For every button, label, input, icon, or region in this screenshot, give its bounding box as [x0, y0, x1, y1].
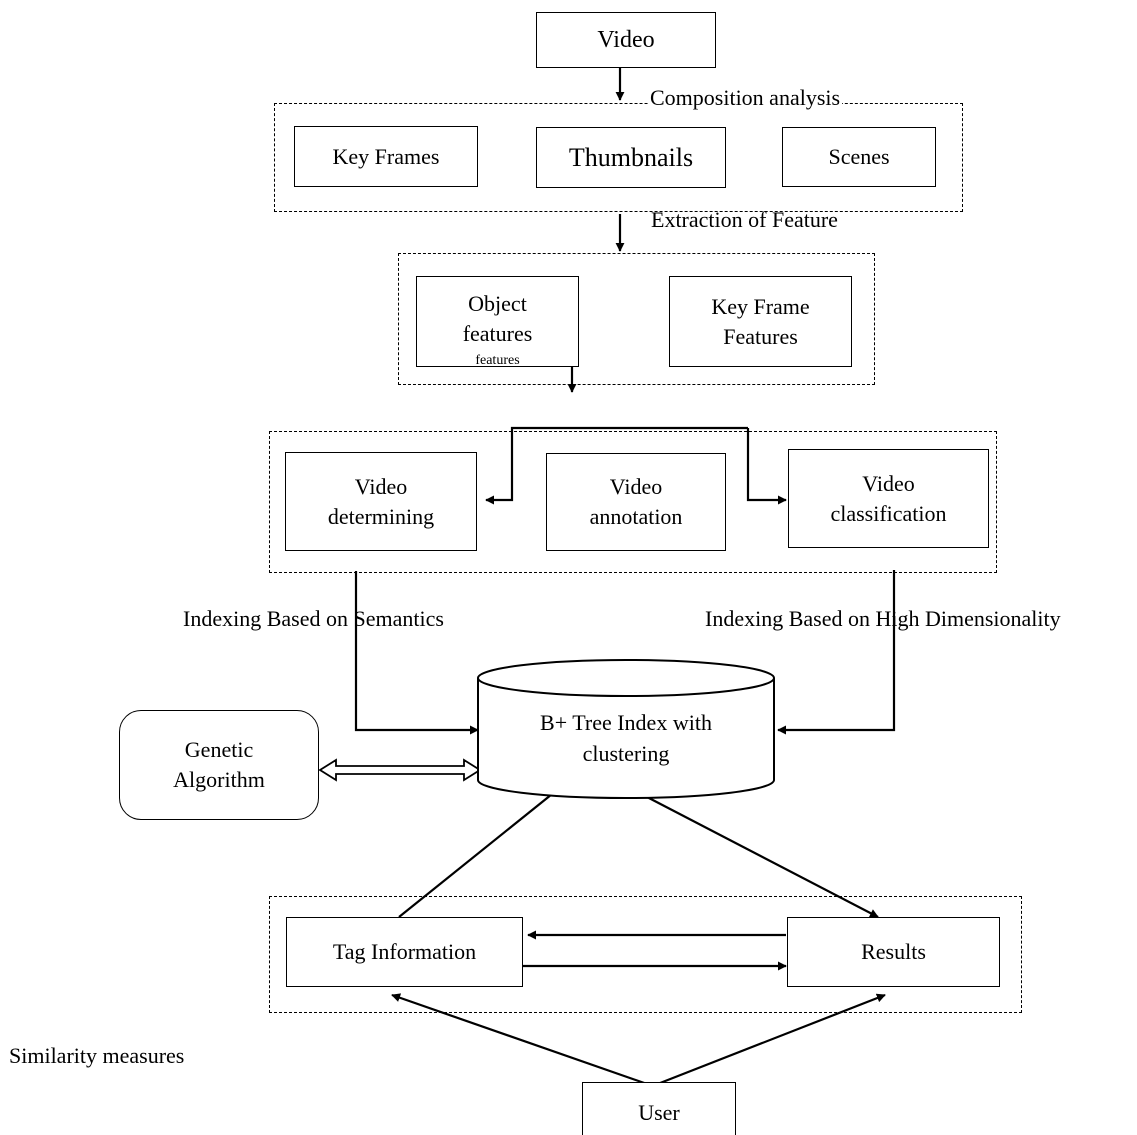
- tag-information-label: Tag Information: [332, 939, 477, 965]
- genetic-algorithm-node: Genetic Algorithm: [119, 710, 319, 820]
- user-label: User: [638, 1100, 680, 1126]
- tag-information-node: Tag Information: [286, 917, 523, 987]
- thumbnails-label: Thumbnails: [568, 142, 694, 172]
- video-processing-group: [269, 431, 997, 573]
- feature-extraction-group: [398, 253, 875, 385]
- arrow-index-to-results: [646, 796, 879, 918]
- video-label: Video: [597, 26, 655, 53]
- genetic-algorithm-line-1: Genetic: [184, 737, 254, 763]
- indexing-high-dimensionality-label: Indexing Based on High Dimensionality: [705, 606, 1061, 631]
- scenes-node: Scenes: [782, 127, 936, 187]
- scenes-label: Scenes: [828, 144, 890, 170]
- video-determining-line-2: determining: [327, 503, 435, 529]
- key-frames-node: Key Frames: [294, 126, 478, 187]
- video-classification-node: Video classification: [788, 449, 989, 548]
- key-frame-features-line-1: Key Frame: [711, 293, 810, 319]
- key-frames-label: Key Frames: [332, 143, 440, 169]
- btree-index-node: B+ Tree Index with clustering: [478, 708, 774, 770]
- object-features-line-3: features: [475, 353, 520, 367]
- key-frame-features-node: Key Frame Features: [669, 276, 852, 367]
- key-frame-features-line-2: Features: [723, 323, 798, 349]
- arrow-user-to-results: [654, 993, 886, 1087]
- btree-index-cylinder: [477, 659, 775, 799]
- video-annotation-line-2: annotation: [589, 504, 683, 529]
- similarity-group: [269, 896, 1022, 1013]
- object-features-node: Object features features: [416, 276, 579, 367]
- genetic-algorithm-line-2: Algorithm: [173, 767, 265, 792]
- arrow-semantics-to-index: [354, 571, 479, 735]
- user-node: User: [582, 1082, 736, 1135]
- double-arrow-genetic-index: [318, 758, 482, 782]
- object-features-line-1: Object: [468, 291, 527, 316]
- results-label: Results: [861, 939, 926, 965]
- arrow-user-to-tag: [391, 993, 651, 1087]
- video-annotation-node: Video annotation: [546, 453, 726, 551]
- connector-to-video-classification: [746, 428, 787, 505]
- video-determining-node: Video determining: [285, 452, 477, 551]
- arrow-high-dim-to-index: [777, 570, 896, 735]
- video-node: Video: [536, 12, 716, 68]
- video-determining-line-1: Video: [354, 473, 408, 499]
- results-node: Results: [787, 917, 1000, 987]
- video-classification-line-1: Video: [862, 470, 915, 496]
- video-classification-line-2: classification: [830, 500, 947, 526]
- thumbnails-node: Thumbnails: [536, 127, 726, 188]
- btree-index-line-1: B+ Tree Index with: [540, 710, 712, 735]
- composition-analysis-label: Composition analysis: [648, 85, 843, 110]
- extraction-of-feature-label: Extraction of Feature: [651, 207, 838, 232]
- object-features-line-2: features: [462, 320, 533, 346]
- connector-to-video-determining: [485, 426, 748, 505]
- video-annotation-line-1: Video: [609, 474, 663, 500]
- btree-index-line-2: clustering: [582, 740, 670, 766]
- similarity-measures-label: Similarity measures: [9, 1043, 185, 1068]
- composition-analysis-group: [274, 103, 963, 212]
- indexing-semantics-label: Indexing Based on Semantics: [183, 606, 444, 631]
